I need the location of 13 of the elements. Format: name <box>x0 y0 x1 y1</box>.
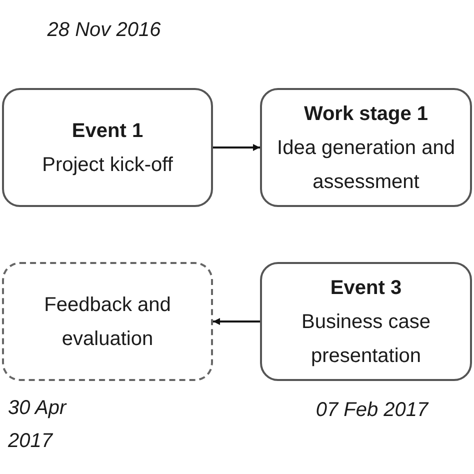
box-text: Feedback and evaluation <box>43 292 172 352</box>
date-label: 28 Nov 2016 <box>46 18 162 43</box>
arrow <box>213 318 260 325</box>
arrow <box>213 144 260 151</box>
box-text: Idea generation and assessment <box>276 136 456 194</box>
box-heading: Work stage 1 <box>302 102 430 126</box>
box-text: Project kick-off <box>41 152 174 178</box>
date-label: 30 Apr 2017 <box>8 396 68 454</box>
box-text: Business case presentation <box>300 310 432 368</box>
date-label: 07 Feb 2017 <box>314 398 430 423</box>
rounded-box <box>260 88 472 207</box>
box-heading: Event 3 <box>329 276 403 300</box>
box-heading: Event 1 <box>70 118 144 144</box>
